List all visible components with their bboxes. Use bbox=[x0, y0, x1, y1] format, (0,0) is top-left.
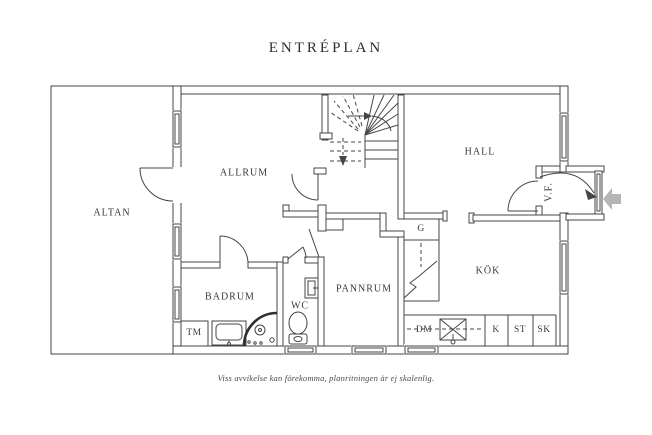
window bbox=[171, 223, 183, 260]
room-label-altan: ALTAN bbox=[93, 207, 131, 219]
entrance-porch bbox=[565, 165, 605, 221]
window bbox=[558, 112, 570, 162]
room-label-allrum: ALLRUM bbox=[219, 167, 269, 179]
washing-machine bbox=[180, 320, 209, 347]
room-label-badrum: BADRUM bbox=[205, 291, 255, 303]
room-label-vf: V.F. bbox=[543, 182, 555, 202]
chimney bbox=[325, 218, 344, 231]
window bbox=[558, 240, 570, 295]
window bbox=[171, 286, 183, 323]
entry-door bbox=[594, 170, 603, 215]
stairs-down-arrow bbox=[339, 156, 347, 166]
appliance-label-tm: TM bbox=[186, 328, 202, 338]
page-title: ENTRÉPLAN bbox=[268, 40, 384, 56]
stairs-up-arrow bbox=[364, 112, 372, 120]
wc-door bbox=[287, 246, 307, 260]
closet-label-g: G bbox=[417, 224, 425, 234]
pannrum-door bbox=[308, 228, 320, 258]
room-label-pannrum: PANNRUM bbox=[335, 283, 393, 295]
vf-hall-door bbox=[507, 180, 539, 212]
entry-swing-arrow bbox=[539, 172, 597, 200]
kitchen-counter bbox=[404, 314, 557, 346]
appliance-label-sk: SK bbox=[537, 325, 551, 335]
toilet bbox=[288, 311, 308, 345]
interior-walls bbox=[180, 94, 561, 347]
altan-outline bbox=[50, 85, 174, 355]
appliance-label-k: K bbox=[492, 325, 500, 335]
wc-sink bbox=[304, 277, 319, 299]
room-label-wc: WC bbox=[290, 300, 310, 312]
entry-direction-arrow bbox=[603, 188, 621, 210]
kitchen-sink bbox=[439, 318, 467, 345]
stair-hall-door bbox=[291, 173, 319, 201]
window bbox=[284, 344, 317, 356]
appliance-label-dm: DM bbox=[415, 325, 433, 335]
staircase bbox=[329, 93, 399, 168]
badrum-door bbox=[219, 235, 249, 265]
window bbox=[404, 344, 439, 356]
window bbox=[351, 344, 387, 356]
room-label-hall: HALL bbox=[464, 146, 496, 158]
washbasin bbox=[211, 320, 247, 346]
appliance-label-st: ST bbox=[513, 325, 527, 335]
room-label-kok: KÖK bbox=[475, 265, 501, 277]
shower bbox=[242, 311, 278, 347]
altan-door bbox=[139, 167, 183, 203]
disclaimer-text: Viss avvikelse kan förekomma, planritnin… bbox=[217, 373, 435, 383]
window bbox=[171, 110, 183, 148]
understair-closet bbox=[403, 219, 440, 302]
